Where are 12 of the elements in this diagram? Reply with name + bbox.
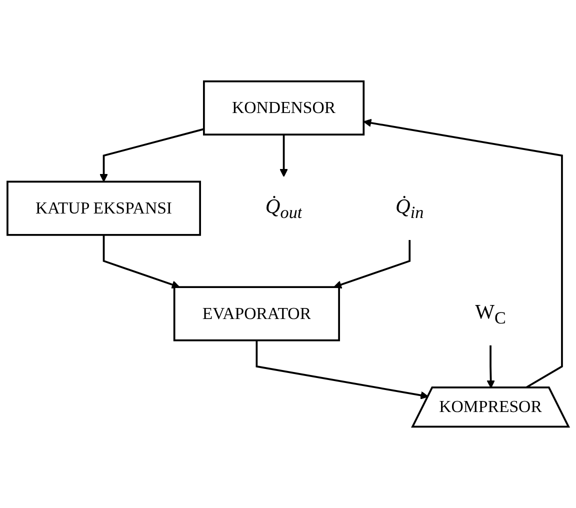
node-text: Q̇$_{out}$ xyxy=(265,194,302,222)
arrow xyxy=(100,128,204,182)
arrow xyxy=(280,134,288,177)
node-box: KATUP EKSPANSI xyxy=(6,180,201,236)
arrow xyxy=(102,234,180,289)
arrow xyxy=(334,240,411,289)
arrow xyxy=(256,340,429,400)
node-text: W$_{C}$ xyxy=(475,300,506,328)
arrow xyxy=(486,345,495,388)
node-box: KONDENSOR xyxy=(203,80,365,136)
node-text: Q̇$_{in}$ xyxy=(396,194,424,222)
node-box: EVAPORATOR xyxy=(173,286,340,342)
